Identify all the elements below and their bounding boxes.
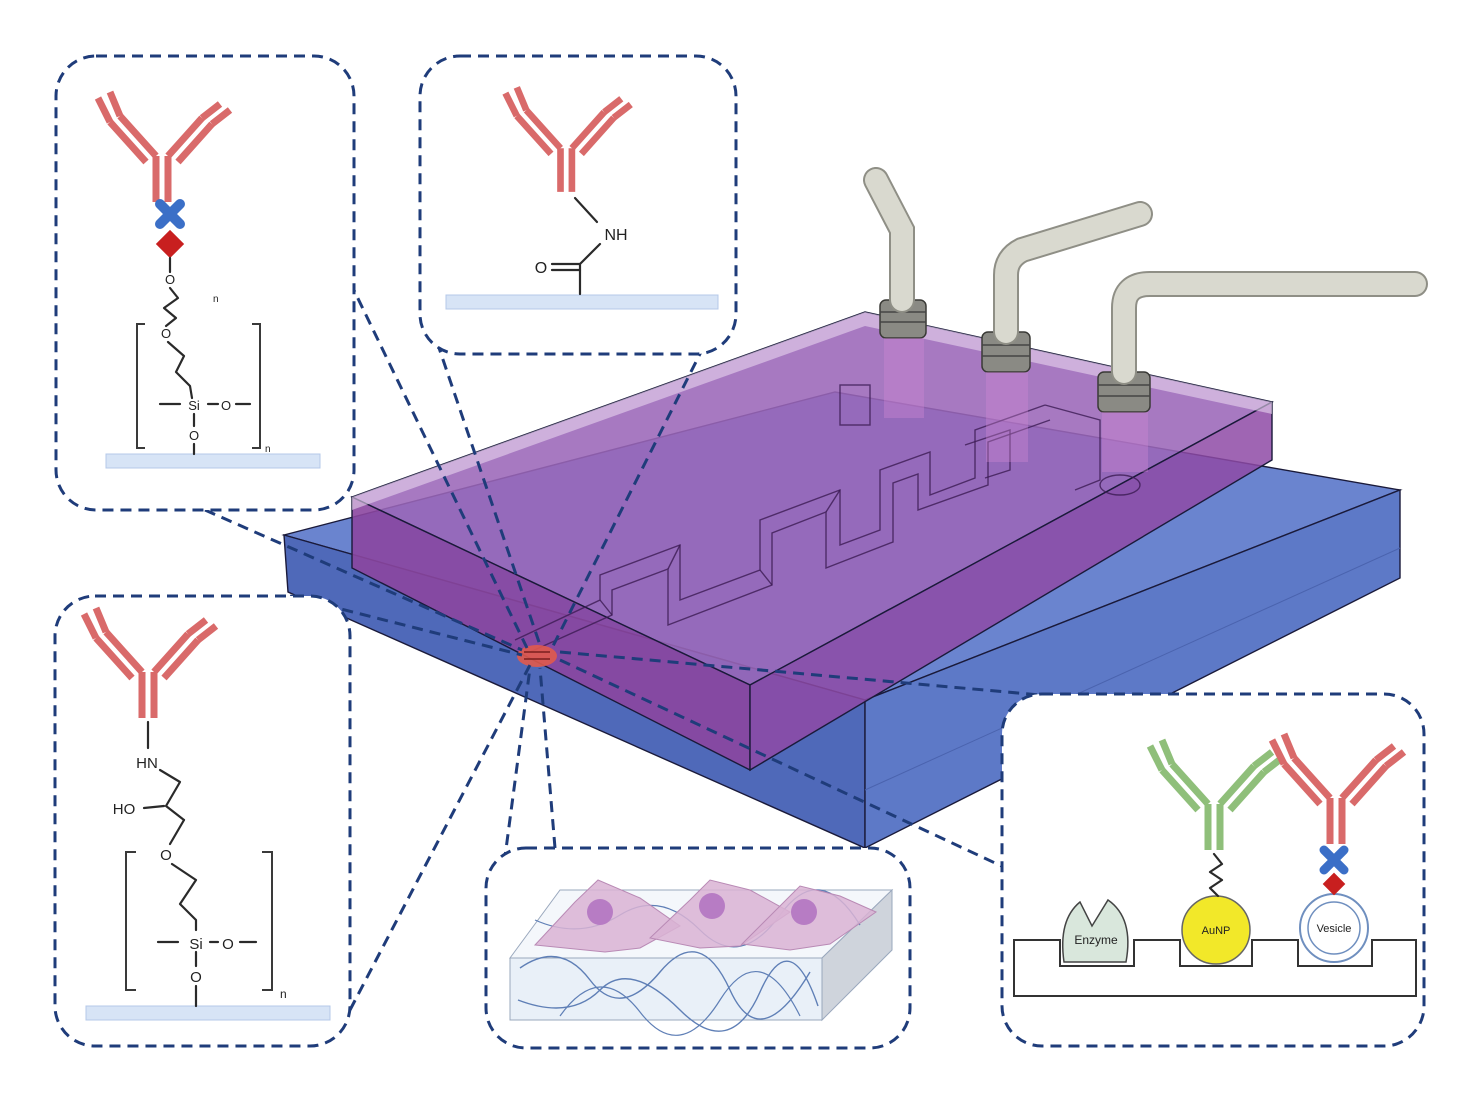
inlet-tube-icon: [863, 167, 1428, 472]
pdms-right-face: [749, 400, 1273, 772]
bottom-left-atom-o2: O: [222, 936, 234, 953]
enzyme-icon: Enzyme: [1061, 898, 1129, 963]
aunp-label: AuNP: [1202, 925, 1231, 937]
top-left-atom-o3: O: [221, 398, 231, 413]
bottom-left-atom-o3: O: [190, 969, 202, 986]
top-left-repeat-n: n: [265, 444, 271, 455]
top-left-atom-o1: O: [165, 272, 175, 287]
bottom-left-atom-ho: HO: [113, 801, 136, 818]
top-center-atom-nh: NH: [604, 227, 627, 244]
vesicle-icon: Vesicle: [1299, 893, 1369, 963]
panel-bottom-center: [484, 846, 912, 1050]
bottom-left-atom-o1: O: [160, 847, 172, 864]
gold-nanoparticle-icon: AuNP: [1181, 895, 1251, 965]
enzyme-label: Enzyme: [1074, 933, 1118, 947]
top-left-subscript: n: [213, 294, 219, 305]
callout-leader-lines: [204, 281, 1041, 1011]
top-left-atom-si: Si: [188, 398, 200, 413]
top-left-atom-o2: O: [161, 326, 171, 341]
top-left-atom-o4: O: [189, 428, 199, 443]
blue-cross-linker-icon: [155, 199, 185, 229]
vesicle-label: Vesicle: [1317, 923, 1352, 935]
panel-top-left: O n O Si O O n: [54, 54, 356, 512]
bottom-left-atom-hn: HN: [136, 755, 158, 772]
cell-icon: [533, 879, 878, 953]
red-diamond-linker-icon: [1322, 872, 1346, 896]
panel-top-center: NH O: [418, 54, 738, 356]
panel-bottom-left: HN HO O Si O O n: [53, 594, 352, 1048]
bottom-left-atom-si: Si: [189, 936, 202, 953]
blue-cross-linker-icon: [1319, 845, 1349, 875]
top-center-atom-o: O: [535, 260, 547, 277]
panel-bottom-right: Enzyme AuNP Vesicle: [1000, 692, 1426, 1048]
bottom-left-repeat-n: n: [280, 987, 287, 1001]
detection-zone-icon: [517, 645, 557, 667]
serpentine-channel-icon: [514, 384, 1141, 653]
